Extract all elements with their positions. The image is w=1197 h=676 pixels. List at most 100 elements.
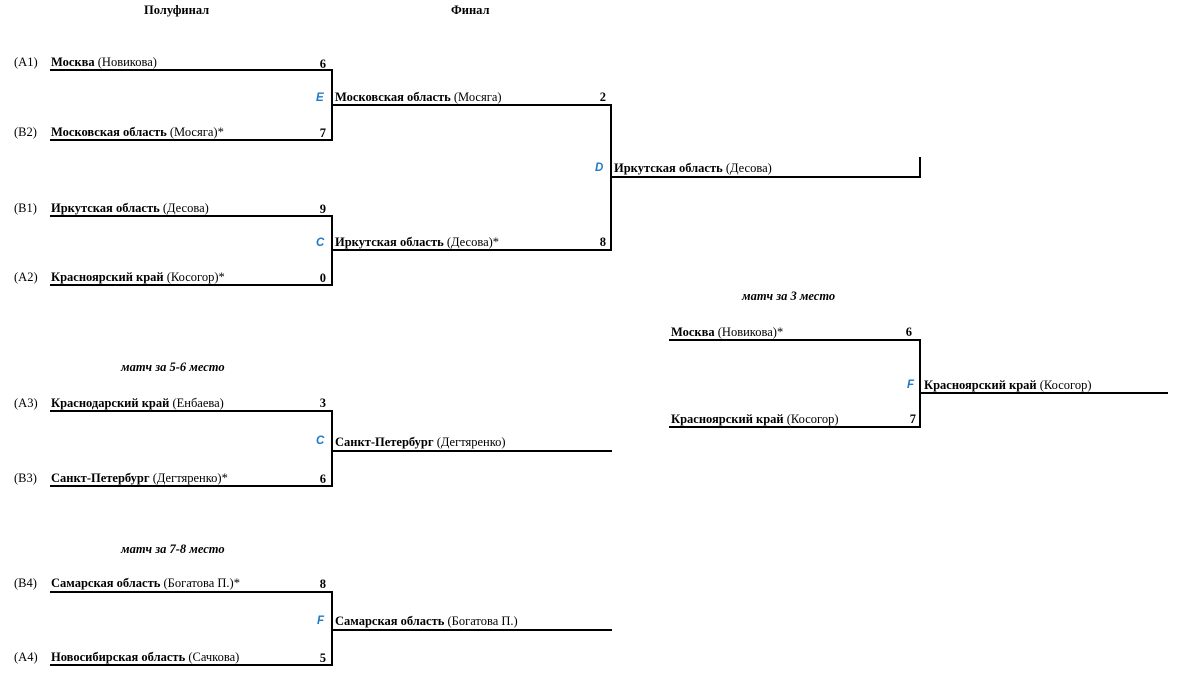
- team-name: Москва: [51, 55, 95, 69]
- champion-entry: Иркутская область (Десова): [614, 161, 772, 175]
- team-name: Красноярский край: [51, 270, 164, 284]
- host-mark: *: [233, 576, 240, 590]
- bracket-line: [50, 284, 333, 286]
- team-entry: Московская область (Мосяга)*: [51, 125, 224, 139]
- bracket-line: [333, 629, 612, 631]
- bracket-line: [50, 215, 333, 217]
- team-name: Московская область: [51, 125, 167, 139]
- bracket-connector: [919, 339, 921, 428]
- seed-label: (B4): [14, 576, 37, 590]
- match-score: 8: [599, 235, 606, 249]
- bracket-line: [612, 176, 921, 178]
- coach-name: (Богатова П.): [160, 576, 234, 590]
- coach-name: (Мосяга): [166, 125, 218, 139]
- match-score: 5: [319, 651, 326, 665]
- court-label: F: [317, 615, 325, 627]
- caption-seventh-eighth: матч за 7-8 место: [121, 542, 225, 556]
- match-score: 6: [319, 57, 326, 71]
- team-name: Самарская область: [51, 576, 161, 590]
- team-entry: Москва (Новикова): [51, 55, 157, 69]
- bracket-line: [50, 410, 333, 412]
- team-name: Московская область: [335, 90, 451, 104]
- seed-label: (A2): [14, 270, 38, 284]
- match-score: 6: [319, 472, 326, 486]
- coach-name: (Десова): [443, 235, 493, 249]
- host-mark: *: [218, 270, 225, 284]
- team-name: Новосибирская область: [51, 650, 186, 664]
- coach-name: (Косогор): [783, 412, 839, 426]
- seed-label: (B1): [14, 201, 37, 215]
- team-name: Красноярский край: [924, 378, 1037, 392]
- bracket-connector: [331, 69, 333, 141]
- team-entry: Новосибирская область (Сачкова): [51, 650, 239, 664]
- bracket-line: [50, 664, 333, 666]
- team-entry: Самарская область (Богатова П.): [335, 614, 518, 628]
- bracket-connector: [919, 157, 921, 178]
- match-score: 3: [319, 396, 326, 410]
- match-score: 8: [319, 577, 326, 591]
- team-name: Иркутская область: [51, 201, 160, 215]
- team-entry: Красноярский край (Косогор)*: [51, 270, 225, 284]
- seed-label: (B3): [14, 471, 37, 485]
- team-name: Санкт-Петербург: [51, 471, 150, 485]
- team-entry: Санкт-Петербург (Дегтяренко): [335, 435, 506, 449]
- seed-label: (A1): [14, 55, 38, 69]
- coach-name: (Енбаева): [169, 396, 224, 410]
- match-score: 7: [909, 412, 916, 426]
- bracket-line: [669, 426, 921, 428]
- coach-name: (Мосяга): [450, 90, 502, 104]
- match-score: 0: [319, 271, 326, 285]
- team-name: Иркутская область: [335, 235, 444, 249]
- coach-name: (Десова): [159, 201, 209, 215]
- match-score: 2: [599, 90, 606, 104]
- team-entry: Красноярский край (Косогор): [671, 412, 838, 426]
- match-score: 9: [319, 202, 326, 216]
- bracket-line: [50, 139, 333, 141]
- coach-name: (Дегтяренко): [433, 435, 506, 449]
- bracket-line: [50, 69, 333, 71]
- bracket-line: [333, 104, 612, 106]
- bracket-connector: [331, 410, 333, 487]
- bracket-connector: [331, 591, 333, 666]
- coach-name: (Сачкова): [185, 650, 240, 664]
- team-name: Самарская область: [335, 614, 445, 628]
- seed-label: (A3): [14, 396, 38, 410]
- team-entry: Самарская область (Богатова П.)*: [51, 576, 240, 590]
- court-label: E: [316, 92, 324, 104]
- bracket-line: [50, 591, 333, 593]
- court-label: D: [595, 162, 604, 174]
- team-entry: Москва (Новикова)*: [671, 325, 783, 339]
- team-name: Санкт-Петербург: [335, 435, 434, 449]
- bracket-line: [50, 485, 333, 487]
- header-final: Финал: [451, 3, 490, 17]
- coach-name: (Косогор): [1036, 378, 1092, 392]
- seed-label: (B2): [14, 125, 37, 139]
- coach-name: (Новикова): [714, 325, 777, 339]
- coach-name: (Дегтяренко): [149, 471, 222, 485]
- team-name: Москва: [671, 325, 715, 339]
- bracket-connector: [331, 215, 333, 286]
- header-semifinal: Полуфинал: [144, 3, 210, 17]
- coach-name: (Богатова П.): [444, 614, 518, 628]
- caption-fifth-sixth: матч за 5-6 место: [121, 360, 225, 374]
- host-mark: *: [217, 125, 224, 139]
- coach-name: (Новикова): [94, 55, 157, 69]
- court-label: F: [907, 379, 915, 391]
- seed-label: (A4): [14, 650, 38, 664]
- team-name: Иркутская область: [614, 161, 723, 175]
- caption-third-place: матч за 3 место: [742, 289, 836, 303]
- team-entry: Иркутская область (Десова): [51, 201, 209, 215]
- bracket-line: [333, 450, 612, 452]
- team-name: Красноярский край: [671, 412, 784, 426]
- host-mark: *: [776, 325, 784, 339]
- team-entry: Краснодарский край (Енбаева): [51, 396, 224, 410]
- team-entry: Санкт-Петербург (Дегтяренко)*: [51, 471, 228, 485]
- bracket-line: [669, 339, 921, 341]
- bracket-line: [333, 249, 612, 251]
- team-entry: Московская область (Мосяга): [335, 90, 502, 104]
- match-score: 6: [905, 325, 912, 339]
- coach-name: (Косогор): [163, 270, 219, 284]
- bracket-connector: [610, 104, 612, 251]
- coach-name: (Десова): [722, 161, 772, 175]
